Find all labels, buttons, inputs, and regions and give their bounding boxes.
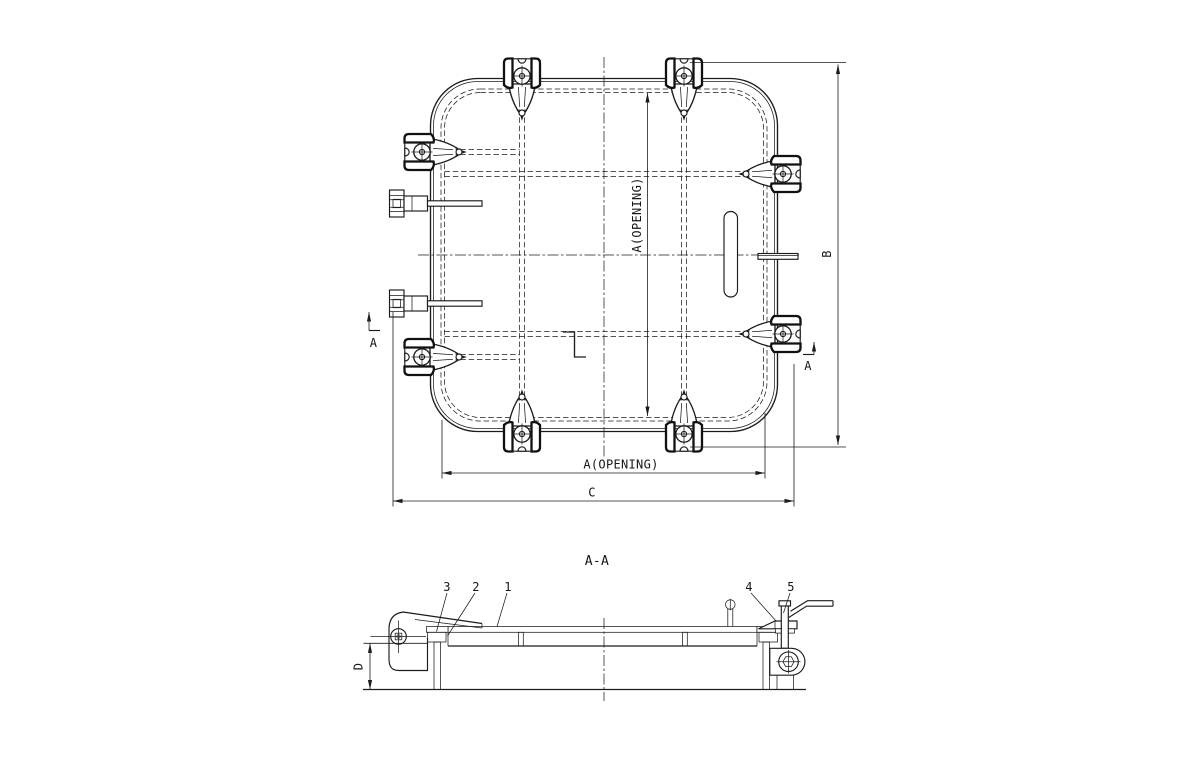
section-view: A-A (352, 554, 834, 701)
dim-label-overall-width: C (588, 486, 596, 500)
dim-depth: D (352, 642, 428, 690)
section-marker-left-label: A (370, 336, 378, 350)
gasket-left (427, 631, 447, 643)
clamp-top-left (502, 57, 542, 121)
dim-label-depth: D (352, 663, 366, 671)
cover-section (426, 626, 778, 647)
part-label-2: 2 (472, 580, 480, 594)
gasket-right (758, 631, 778, 643)
clamp-top-right (664, 57, 704, 121)
stiffener-left (518, 631, 524, 647)
hinge-bottom (388, 289, 483, 318)
plan-dimensions: A(OPENING) B A(OPENING) C A A (366, 62, 846, 507)
plan-view (388, 57, 802, 457)
coaming-left (433, 641, 441, 690)
clamp-left-lower (403, 337, 467, 377)
dim-label-overall-height: B (820, 250, 834, 258)
latch-keeper-tab (757, 252, 799, 260)
part-label-3: 3 (443, 580, 451, 594)
clamp-right-lower (738, 314, 802, 354)
vent-stud (725, 598, 736, 627)
handle-slot (723, 210, 739, 298)
coaming-right (762, 641, 770, 690)
clamp-right-upper (738, 154, 802, 194)
clamp-wedge (758, 620, 798, 630)
part-label-5: 5 (787, 580, 795, 594)
stiffener-right (682, 631, 688, 647)
hinge-top (388, 189, 483, 218)
dim-label-opening-vertical: A(OPENING) (630, 177, 644, 252)
gasket-channel-inner (444, 92, 764, 418)
dim-label-opening-horizontal: A(OPENING) (583, 458, 658, 472)
hinge-section (370, 611, 483, 672)
part-label-4: 4 (745, 580, 753, 594)
hidden-stiffener-lines (444, 92, 764, 418)
part-label-1: 1 (504, 580, 512, 594)
clamp-section-assembly (758, 600, 834, 690)
part-callouts: 1 2 3 4 5 (436, 580, 795, 637)
section-marker-right: A (803, 341, 817, 373)
section-step-line (563, 331, 586, 358)
clamp-bottom-left (502, 389, 542, 453)
section-marker-right-label: A (804, 359, 812, 373)
clamp-left-upper (403, 132, 467, 172)
clamp-bolt (780, 605, 789, 649)
clamp-handle (788, 600, 834, 618)
section-marker-left: A (366, 311, 380, 350)
section-title: A-A (585, 554, 609, 569)
clamp-bottom-right (664, 389, 704, 453)
